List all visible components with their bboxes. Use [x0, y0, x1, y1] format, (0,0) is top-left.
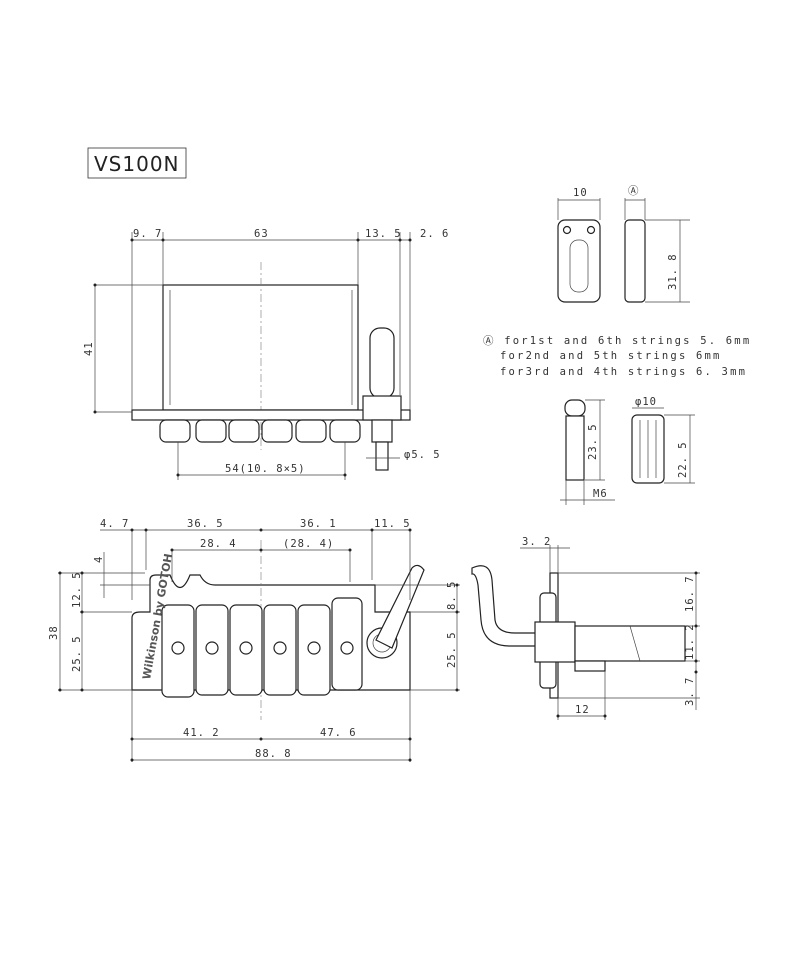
dim-10: 10: [573, 187, 588, 199]
dim-38: 38: [48, 625, 60, 640]
dim-23-5: 23. 5: [587, 423, 599, 460]
plan-view: Wilkinson by GOTOH 4. 7 36. 5 36. 1 11. …: [48, 518, 460, 762]
dim-47-6: 47. 6: [320, 727, 357, 739]
dim-12-5: 12. 5: [71, 571, 83, 608]
dim-63: 63: [254, 228, 269, 240]
front-view: 9. 7 63 13. 5 2. 6 41 54(10. 8×5) φ5. 5: [83, 228, 449, 480]
dim-41-2: 41. 2: [183, 727, 220, 739]
dim-12: 12: [575, 704, 590, 716]
dim-8-5: 8. 5: [446, 581, 458, 610]
dim-phi-10: φ10: [635, 396, 657, 408]
dim-3-7: 3. 7: [684, 677, 696, 706]
dim-16-7: 16. 7: [684, 575, 696, 612]
dim-88-8: 88. 8: [255, 748, 292, 760]
dim-4: 4: [93, 556, 105, 563]
dim-11-2: 11. 2: [684, 623, 696, 660]
dim-36-1: 36. 1: [300, 518, 337, 530]
dim-11-5: 11. 5: [374, 518, 411, 530]
knob-detail: φ10 22. 5: [631, 396, 695, 484]
dim-41: 41: [83, 341, 95, 356]
dim-phi-5-5: φ5. 5: [404, 449, 441, 461]
title-box: VS100N: [87, 147, 187, 179]
dim-28-4-ref: (28. 4): [283, 538, 334, 550]
dim-9-7: 9. 7: [133, 228, 162, 240]
string-notes: Ⓐ for1st and 6th strings 5. 6mm for2nd a…: [483, 335, 751, 378]
dim-54: 54(10. 8×5): [225, 463, 306, 475]
dim-36-5: 36. 5: [187, 518, 224, 530]
dim-28-4: 28. 4: [200, 538, 237, 550]
saddle-detail: 10 Ⓐ 31. 8: [557, 185, 690, 303]
dim-22-5: 22. 5: [677, 441, 689, 478]
marker-a: Ⓐ: [628, 185, 640, 197]
saddle-knobs: [159, 419, 361, 443]
dim-2-6: 2. 6: [420, 228, 449, 240]
screw-detail: 23. 5 M6: [560, 399, 615, 505]
side-view: 3. 2 16. 7 11. 2 3. 7 12: [471, 536, 700, 720]
dim-25-5-right: 25. 5: [446, 631, 458, 668]
model-title: VS100N: [94, 152, 180, 176]
note-3: for3rd and 4th strings 6. 3mm: [500, 366, 747, 378]
dim-31-8: 31. 8: [667, 253, 679, 290]
dim-25-5-left: 25. 5: [71, 635, 83, 672]
saddles: [161, 597, 363, 698]
note-2: for2nd and 5th strings 6mm: [500, 350, 722, 362]
dim-13-5: 13. 5: [365, 228, 402, 240]
dim-4-7: 4. 7: [100, 518, 129, 530]
note-1: Ⓐ for1st and 6th strings 5. 6mm: [483, 335, 751, 347]
dim-m6: M6: [593, 488, 608, 500]
dim-3-2: 3. 2: [522, 536, 551, 548]
